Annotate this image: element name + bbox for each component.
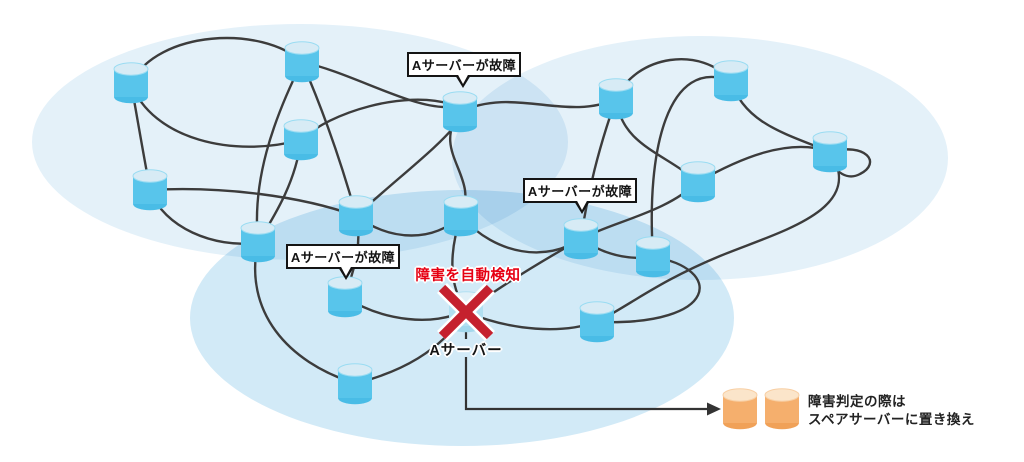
server-server-icon [579,301,615,343]
callout-tail-inner [340,265,352,276]
auto-detect-label: 障害を自動検知 [415,268,521,284]
server-server-icon [635,236,671,278]
server-server-icon [327,276,363,318]
replace-arrow-head [707,402,721,416]
network-link [458,97,618,114]
cylinder-top [113,62,149,76]
cylinder-top [563,218,599,232]
callout-label: Aサーバーが故障 [411,58,517,73]
callout-server-a-failure-3: Aサーバーが故障 [286,244,400,280]
failed-server-label: Aサーバー [429,343,503,359]
server-server-icon [443,195,479,237]
cylinder-top [283,119,319,133]
server-server-icon [337,363,373,405]
callout-tail-inner [457,73,469,84]
network-link [255,60,304,243]
spare-server-icon [722,388,758,430]
spare-note-line2: スペアサーバーに置き換え [808,411,975,427]
server-server-icon [283,119,319,161]
failure-x-icon [437,283,495,341]
cylinder-top [443,195,479,209]
cylinder-top [132,169,168,183]
cylinder-top [680,161,716,175]
network-link [650,75,733,257]
cylinder-top [713,60,749,74]
cylinder-top [635,236,671,250]
server-server-icon [132,169,168,211]
server-server-icon [713,60,749,102]
x-stroke [438,284,494,340]
server-server-icon [284,41,320,83]
callout-label: Aサーバーが故障 [290,250,396,265]
cylinder-top [812,131,848,145]
server-server-icon [812,131,848,173]
server-server-icon [598,78,634,120]
server-server-icon [680,161,716,203]
network-link [129,81,302,148]
server-server-icon [240,221,276,263]
callout-server-a-failure-2: Aサーバーが故障 [523,178,637,214]
callout-tail-inner [576,199,588,210]
network-link [148,187,358,218]
network-link [300,60,449,109]
cylinder-top [284,41,320,55]
spare-note-line1: 障害判定の際は [808,394,906,409]
cylinder-top [764,388,800,402]
cylinder-top [338,195,374,209]
cylinder-top [337,363,373,377]
cylinder-top [240,221,276,235]
callout-server-a-failure-1: Aサーバーが故障 [407,52,521,88]
cylinder-top [598,78,634,92]
cylinder-top [579,301,615,315]
cylinder-top [722,388,758,402]
cylinder-top [442,91,478,105]
network-link [253,240,356,385]
callout-label: Aサーバーが故障 [527,184,633,199]
server-server-icon [563,218,599,260]
server-server-icon [113,62,149,104]
network-link [597,150,840,323]
spare-server-icon [764,388,800,430]
replace-arrow [464,331,721,416]
server-server-icon [442,91,478,133]
server-server-icon [338,195,374,237]
replace-arrow-line [464,357,707,411]
network-link [597,255,701,324]
spare-replacement-note: 障害判定の際は スペアサーバーに置き換え [808,393,975,428]
